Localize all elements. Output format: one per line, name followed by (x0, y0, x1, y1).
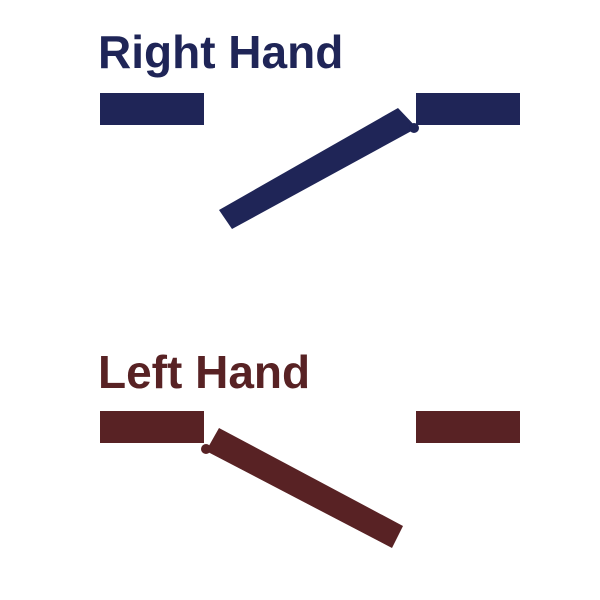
left-hand-hinge (201, 444, 211, 454)
right-hand-right-wall (416, 93, 520, 125)
right-hand-diagram (100, 93, 520, 229)
left-hand-diagram (100, 411, 520, 548)
left-hand-right-wall (416, 411, 520, 443)
right-hand-title: Right Hand (98, 26, 344, 78)
right-hand-hinge (409, 123, 419, 133)
left-hand-left-wall (100, 411, 204, 443)
right-hand-door-leaf (219, 108, 417, 229)
left-hand-door-leaf (206, 428, 403, 548)
left-hand-title: Left Hand (98, 346, 311, 398)
right-hand-left-wall (100, 93, 204, 125)
